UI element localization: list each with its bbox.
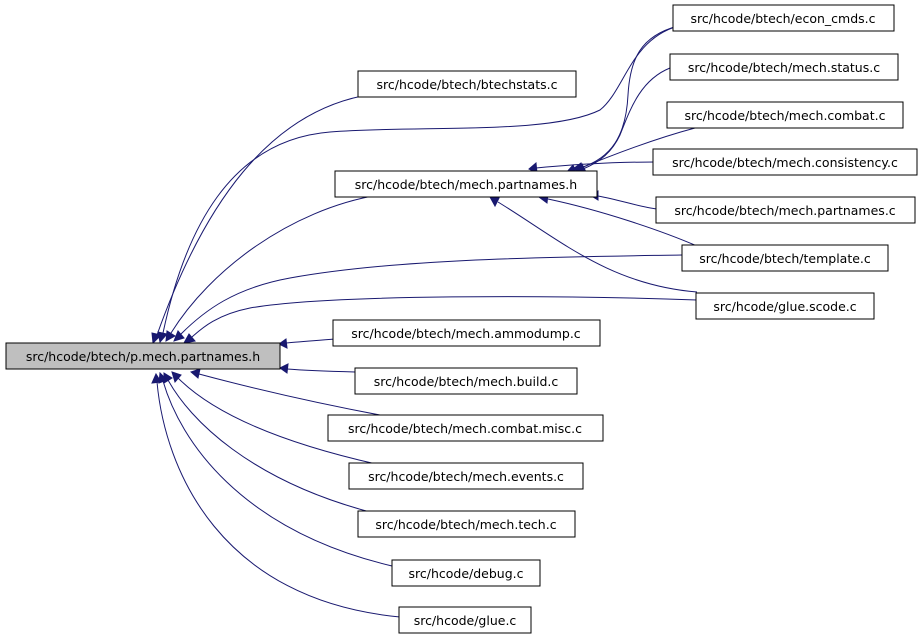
node-label: src/hcode/btech/mech.build.c [374,374,559,389]
node-mech-build-c[interactable]: src/hcode/btech/mech.build.c [354,367,578,395]
node-mech-combat-c[interactable]: src/hcode/btech/mech.combat.c [666,101,904,129]
node-label: src/hcode/btech/mech.partnames.h [355,177,577,192]
node-label: src/hcode/btech/mech.tech.c [375,517,556,532]
node-label: src/hcode/btech/mech.combat.c [685,108,886,123]
edge-econ-cmds-to-p-mech-partnames-h [157,25,679,344]
edge-template-to-p-mech-partnames-h [173,254,683,342]
node-mech-tech-c[interactable]: src/hcode/btech/mech.tech.c [357,510,576,538]
edge-glue-scode-to-p-mech-partnames-h [183,296,698,344]
node-label: src/hcode/debug.c [408,566,523,581]
node-mech-status-c[interactable]: src/hcode/btech/mech.status.c [669,53,899,81]
node-mech-combat-misc-c[interactable]: src/hcode/btech/mech.combat.misc.c [327,414,604,442]
edge-mech-combat-misc-to-p-mech-partnames-h [190,368,386,417]
edge-mech-events-to-p-mech-partnames-h [171,371,377,465]
node-econ-cmds-c[interactable]: src/hcode/btech/econ_cmds.c [672,4,895,32]
node-mech-events-c[interactable]: src/hcode/btech/mech.events.c [348,462,584,490]
node-label: src/hcode/btech/p.mech.partnames.h [26,349,260,364]
node-label: src/hcode/btech/econ_cmds.c [691,11,876,26]
edge-btechstats-to-p-mech-partnames-h [151,95,363,345]
node-mech-partnames-c[interactable]: src/hcode/btech/mech.partnames.c [655,196,916,224]
node-label: src/hcode/glue.c [414,613,517,628]
node-label: src/hcode/btech/mech.consistency.c [672,155,898,170]
edge-mech-tech-to-p-mech-partnames-h [163,372,371,513]
node-debug-c[interactable]: src/hcode/debug.c [391,559,541,587]
node-glue-c[interactable]: src/hcode/glue.c [398,606,532,634]
node-label: src/hcode/glue.scode.c [713,299,856,314]
node-root-p-mech-partnames-h[interactable]: src/hcode/btech/p.mech.partnames.h [5,342,281,370]
edge-mech-build-to-p-mech-partnames-h [279,363,356,374]
edge-mech-partnames-h-to-p-mech-partnames-h [165,194,379,342]
node-mech-partnames-h[interactable]: src/hcode/btech/mech.partnames.h [334,170,598,198]
edge-debug-to-p-mech-partnames-h [158,371,393,567]
node-label: src/hcode/btech/mech.partnames.c [674,203,895,218]
node-label: src/hcode/btech/btechstats.c [377,77,558,92]
edge-mech-ammodump-to-p-mech-partnames-h [278,338,336,349]
node-label: src/hcode/btech/mech.ammodump.c [351,326,581,341]
node-label: src/hcode/btech/mech.combat.misc.c [348,421,582,436]
node-mech-consistency-c[interactable]: src/hcode/btech/mech.consistency.c [652,148,918,176]
edge-mech-partnames-c-to-mech-partnames-h [588,190,658,210]
edge-glue-to-p-mech-partnames-h [151,372,401,618]
node-btechstats-c[interactable]: src/hcode/btech/btechstats.c [357,70,577,98]
node-mech-ammodump-c[interactable]: src/hcode/btech/mech.ammodump.c [332,319,601,347]
node-template-c[interactable]: src/hcode/btech/template.c [681,244,889,272]
node-glue-scode-c[interactable]: src/hcode/glue.scode.c [695,292,875,320]
node-label: src/hcode/btech/mech.status.c [688,60,880,75]
node-label: src/hcode/btech/template.c [699,251,871,266]
node-label: src/hcode/btech/mech.events.c [368,469,564,484]
